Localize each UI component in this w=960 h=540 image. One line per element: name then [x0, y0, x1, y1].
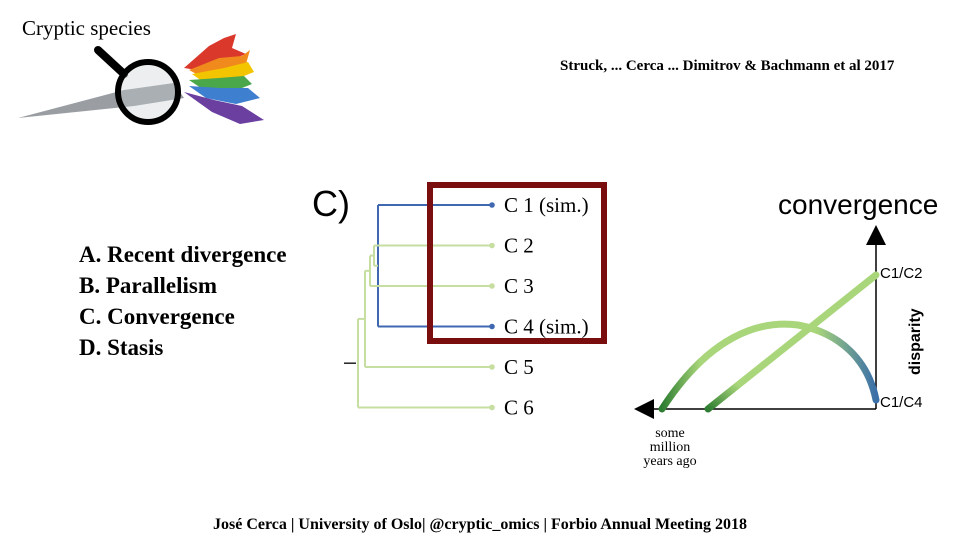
tip-label: C 5: [504, 355, 534, 379]
tree-tips: C 1 (sim.) C 2 C 3 C 4 (sim.) C 5 C 6: [489, 193, 589, 420]
tip-label: C 6: [504, 396, 534, 420]
phylogenetic-tree: C 1 (sim.) C 2 C 3 C 4 (sim.) C 5 C 6: [344, 182, 607, 420]
tip-dot: [489, 283, 495, 289]
tip-dot: [489, 202, 495, 208]
tip-label: C 1 (sim.): [504, 193, 589, 217]
convergence-title: convergence: [778, 189, 938, 220]
highlight-box: [427, 182, 607, 344]
option-b: B. Parallelism: [79, 273, 217, 298]
slide-title: Cryptic species: [22, 16, 151, 40]
magnifier-handle: [94, 46, 128, 78]
answer-options: A. Recent divergence B. Parallelism C. C…: [79, 239, 287, 363]
grey-shadow-shape: [18, 83, 184, 118]
option-c: C. Convergence: [79, 304, 235, 329]
option-a: A. Recent divergence: [79, 242, 287, 267]
tip-dot: [489, 364, 495, 370]
yellow-animal-icon: [192, 62, 254, 84]
parallel-line-c1-c2: [704, 271, 880, 413]
x-label-line-2: million: [650, 440, 690, 455]
tip-label: C 4 (sim.): [504, 315, 589, 339]
x-label-line-1: some: [655, 426, 685, 441]
red-animal-icon: [184, 34, 246, 72]
convergence-plot: convergence C1/C2 C1/C4 disparity some m…: [634, 189, 938, 469]
tree-branches: [344, 204, 492, 409]
citation: Struck, ... Cerca ... Dimitrov & Bachman…: [560, 58, 895, 74]
diverging-arc-c1-c4: [658, 320, 880, 413]
magnifier-lens: [115, 59, 181, 125]
y-axis-label: disparity: [907, 308, 924, 375]
x-label-line-3: years ago: [643, 454, 696, 469]
label-c1-c4: C1/C4: [880, 394, 923, 411]
footer: José Cerca | University of Oslo| @crypti…: [213, 516, 747, 533]
panel-label: C): [312, 183, 350, 224]
x-axis-arrowhead: [634, 399, 654, 419]
purple-animal-icon: [184, 92, 264, 124]
orange-animal-icon: [189, 50, 250, 78]
cryptic-species-logo: [18, 34, 264, 125]
tip-dot: [489, 242, 495, 249]
tip-dot: [489, 404, 495, 411]
label-c1-c2: C1/C2: [880, 265, 923, 282]
tip-label: C 2: [504, 234, 534, 258]
blue-animal-icon: [189, 86, 260, 104]
tip-label: C 3: [504, 274, 534, 298]
y-axis-arrowhead: [866, 225, 886, 245]
option-d: D. Stasis: [79, 335, 164, 360]
tip-dot: [489, 323, 495, 330]
